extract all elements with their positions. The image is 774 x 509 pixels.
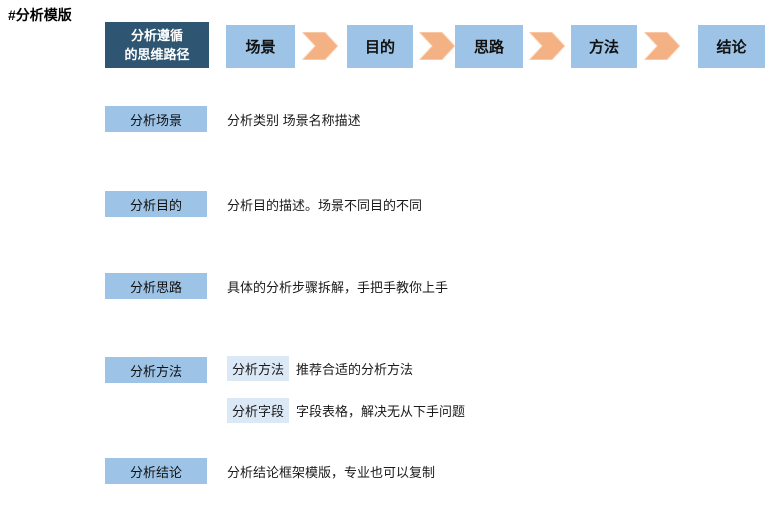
method-line-2: 分析字段 字段表格，解决无从下手问题	[227, 397, 466, 423]
flow-step-scene: 场景	[226, 25, 295, 68]
chevron-right-icon	[302, 32, 338, 60]
row-label-scene: 分析场景	[105, 106, 207, 132]
fields-text: 字段表格，解决无从下手问题	[296, 403, 466, 419]
row-desc-conclusion: 分析结论框架模版，专业也可以复制	[227, 464, 436, 480]
method-tag: 分析方法	[227, 355, 290, 381]
row-label-conclusion: 分析结论	[105, 458, 207, 484]
row-desc-scene: 分析类别 场景名称描述	[227, 112, 361, 128]
chevron-right-icon	[529, 32, 565, 60]
flow-lead-line2: 的思维路径	[124, 47, 190, 62]
method-line-1: 分析方法 推荐合适的分析方法	[227, 355, 414, 381]
flow-step-conclusion: 结论	[698, 25, 765, 68]
fields-tag: 分析字段	[227, 397, 290, 423]
flow-step-method: 方法	[571, 25, 637, 68]
flow-lead-box: 分析遵循 的思维路径	[105, 22, 209, 68]
page-title: #分析模版	[8, 7, 72, 23]
row-label-purpose: 分析目的	[105, 191, 207, 217]
flow-step-purpose: 目的	[347, 25, 413, 68]
row-desc-purpose: 分析目的描述。场景不同目的不同	[227, 197, 423, 213]
row-label-approach: 分析思路	[105, 273, 207, 299]
row-desc-approach: 具体的分析步骤拆解，手把手教你上手	[227, 279, 449, 295]
method-text: 推荐合适的分析方法	[296, 361, 414, 377]
chevron-right-icon	[644, 32, 680, 60]
chevron-right-icon	[419, 32, 455, 60]
flow-lead-line1: 分析遵循	[130, 28, 183, 43]
flow-step-approach: 思路	[455, 25, 523, 68]
row-label-method: 分析方法	[105, 357, 207, 383]
